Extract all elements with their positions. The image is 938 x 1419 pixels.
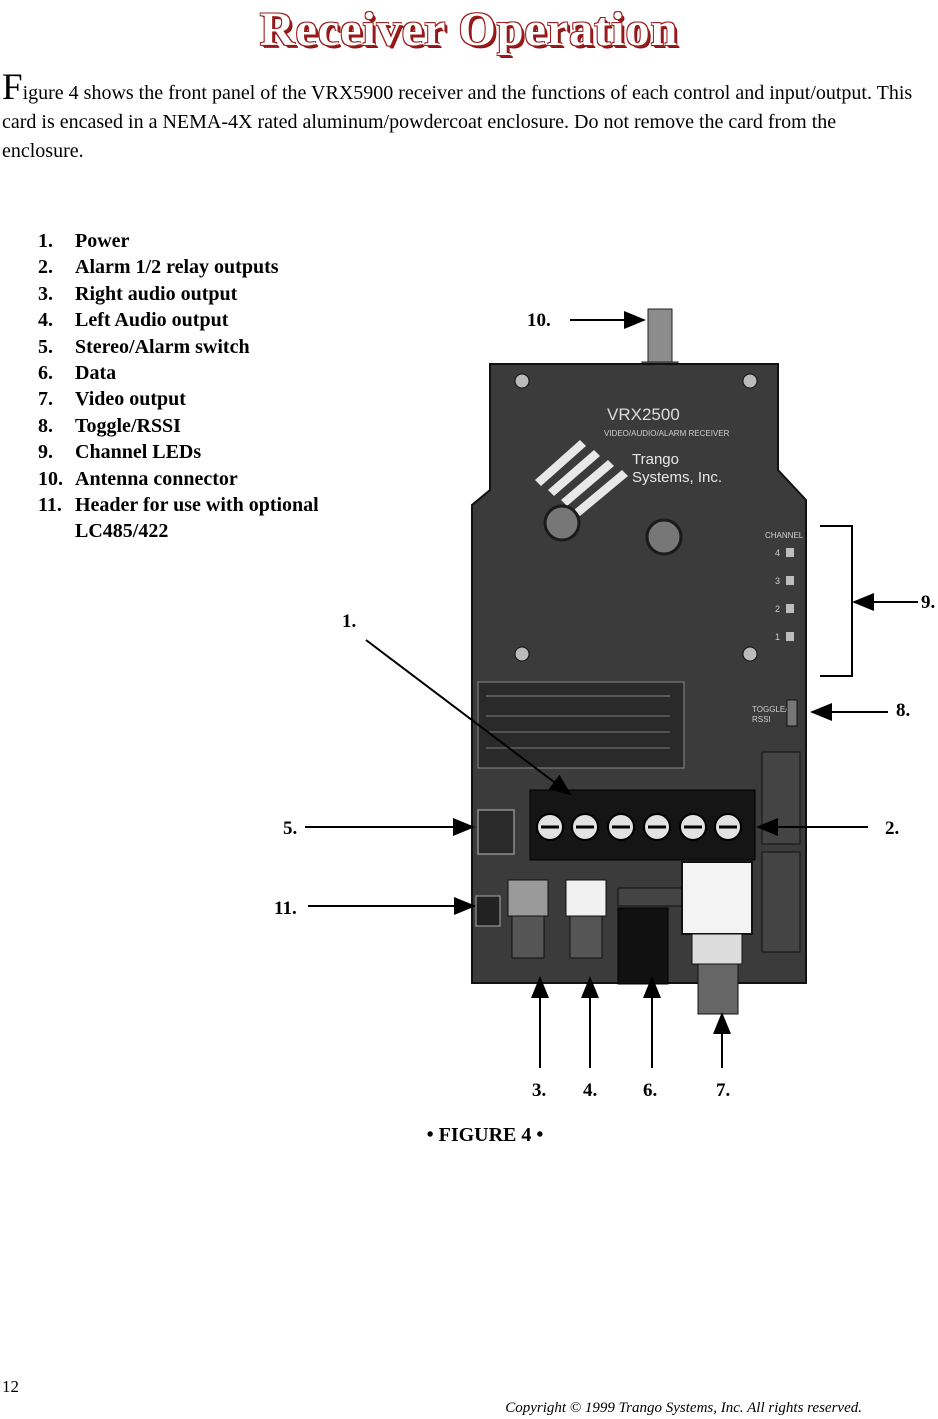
list-item: 7. Video output (38, 386, 375, 412)
callout-6: 6. (643, 1080, 658, 1101)
parts-list: 1. Power 2. Alarm 1/2 relay outputs 3. Righ… (38, 228, 375, 545)
brand-line1: Trango (632, 451, 679, 468)
item-number: 10. (38, 467, 63, 490)
side-connector-bottom (761, 851, 801, 953)
item-number: 7. (38, 388, 53, 411)
intro-paragraph: Figure 4 shows the front panel of the VR… (2, 69, 922, 166)
intro-text: igure 4 shows the front panel of the VRX… (2, 82, 913, 162)
item-number: 4. (38, 309, 53, 332)
side-connector-top (761, 751, 801, 845)
item-number: 6. (38, 362, 53, 385)
item-label: Toggle/RSSI (75, 414, 181, 437)
callout-4: 4. (583, 1080, 598, 1101)
figure-caption: • FIGURE 4 • (426, 1124, 544, 1146)
list-item: 3. Right audio output (38, 281, 375, 307)
callout-7: 7. (716, 1080, 731, 1101)
callout-5: 5. (283, 818, 298, 839)
item-label: Video output (75, 388, 186, 411)
list-item: 5. Stereo/Alarm switch (38, 334, 375, 360)
callout-arrows (305, 311, 918, 1068)
item-number: 5. (38, 335, 53, 358)
trango-logo: Trango Systems, Inc. (535, 440, 722, 516)
channel-num: 4 (775, 548, 780, 558)
callout-1: 1. (342, 611, 357, 632)
item-number: 2. (38, 256, 53, 279)
callout-3: 3. (532, 1080, 547, 1101)
list-item: 8. Toggle/RSSI (38, 413, 375, 439)
video-bnc-connector (681, 861, 753, 935)
intro-dropcap: F (2, 67, 23, 108)
list-item: 10. Antenna connector (38, 466, 375, 492)
lc485-header (475, 895, 501, 927)
item-label: Header for use with optional LC485/422 (75, 494, 319, 543)
item-number: 1. (38, 230, 53, 252)
right-audio-jack (507, 879, 549, 917)
channel-leds: 4 3 2 1 (775, 548, 794, 642)
rssi-label: RSSI (752, 715, 771, 724)
callout-11: 11. (274, 898, 297, 919)
item-label: Antenna connector (75, 467, 238, 490)
callout-9: 9. (921, 592, 936, 613)
item-number: 11. (38, 494, 62, 517)
item-number: 3. (38, 282, 53, 305)
circuit-board: VRX2500 VIDEO/AUDIO/ALARM RECEIVER Trang… (471, 363, 807, 1015)
toggle-label: TOGGLE/ (752, 705, 788, 714)
channel-label: CHANNEL (765, 531, 804, 540)
stereo-alarm-switch (477, 809, 515, 855)
data-connector (617, 907, 669, 985)
item-number: 8. (38, 414, 53, 437)
list-item: 9. Channel LEDs (38, 439, 375, 465)
bracket-9 (820, 525, 853, 677)
item-label: Alarm 1/2 relay outputs (75, 256, 279, 279)
board-subtitle-text: VIDEO/AUDIO/ALARM RECEIVER (604, 429, 730, 438)
callout-8: 8. (896, 700, 911, 721)
item-label: Power (75, 230, 130, 252)
callout-2: 2. (885, 818, 900, 839)
item-number: 9. (38, 441, 53, 464)
arrow-1 (365, 639, 572, 796)
item-label: Left Audio output (75, 309, 229, 332)
item-label: Data (75, 362, 117, 385)
channel-num: 1 (775, 632, 780, 642)
list-item: 6. Data (38, 360, 375, 386)
item-label: Right audio output (75, 282, 238, 305)
page-title: Receiver Operation (259, 3, 679, 56)
copyright-notice: Copyright © 1999 Trango Systems, Inc. Al… (505, 1400, 862, 1416)
item-label: Stereo/Alarm switch (75, 335, 250, 358)
terminal-screws (536, 813, 742, 841)
list-item: 11. Header for use with optional LC485/42… (38, 492, 375, 545)
list-item: 1. Power (38, 228, 375, 254)
brand-line2: Systems, Inc. (632, 469, 722, 486)
list-item: 4. Left Audio output (38, 307, 375, 333)
item-label: Channel LEDs (75, 441, 202, 464)
toggle-switch (786, 699, 798, 727)
board-model-text: VRX2500 (607, 405, 680, 424)
page-number: 12 (2, 1377, 19, 1396)
channel-num: 2 (775, 604, 780, 614)
left-audio-jack (565, 879, 607, 917)
list-item: 2. Alarm 1/2 relay outputs (38, 254, 375, 280)
callout-10: 10. (527, 310, 551, 331)
channel-num: 3 (775, 576, 780, 586)
